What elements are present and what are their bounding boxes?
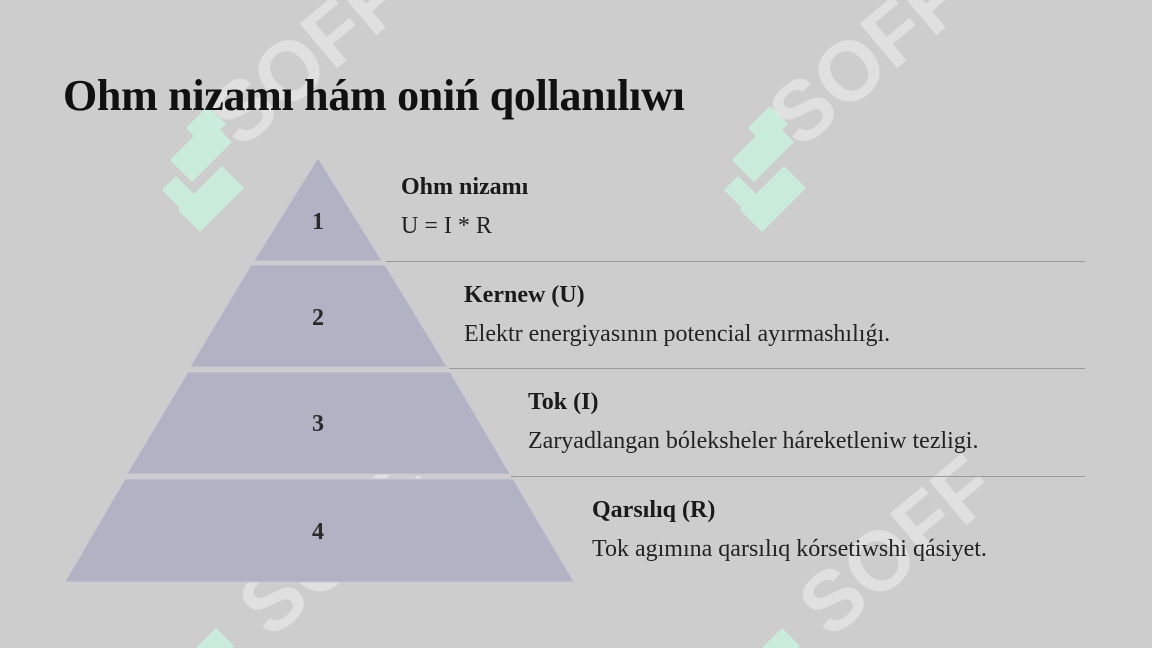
tier-description: Tok agımına qarsılıq kórsetiwshi qásiyet…: [592, 536, 987, 562]
tier-heading: Tok (I): [528, 389, 599, 415]
tier-heading: Qarsılıq (R): [592, 497, 716, 523]
pyramid-tier-4: [64, 478, 575, 583]
tier-separator: [449, 368, 1085, 369]
slide-title: Ohm nizamı hám oniń qollanılıwı: [63, 71, 685, 120]
pyramid-tier-1: [253, 157, 383, 262]
tier-description: Elektr energiyasının potencial ayırmashı…: [464, 321, 891, 347]
tier-description: Zaryadlangan bóleksheler háreketleniw te…: [528, 428, 979, 454]
tier-number: 2: [312, 305, 324, 331]
tier-heading: Ohm nizamı: [401, 174, 529, 200]
pyramid-tier-3: [126, 371, 511, 475]
tier-separator: [511, 476, 1085, 477]
tier-separator: [386, 261, 1085, 262]
tier-description: U = I * R: [401, 213, 492, 239]
tier-number: 3: [312, 411, 324, 437]
tier-number: 1: [312, 209, 324, 235]
tier-number: 4: [312, 519, 324, 545]
pyramid-tier-2: [189, 264, 448, 368]
tier-heading: Kernew (U): [464, 282, 585, 308]
